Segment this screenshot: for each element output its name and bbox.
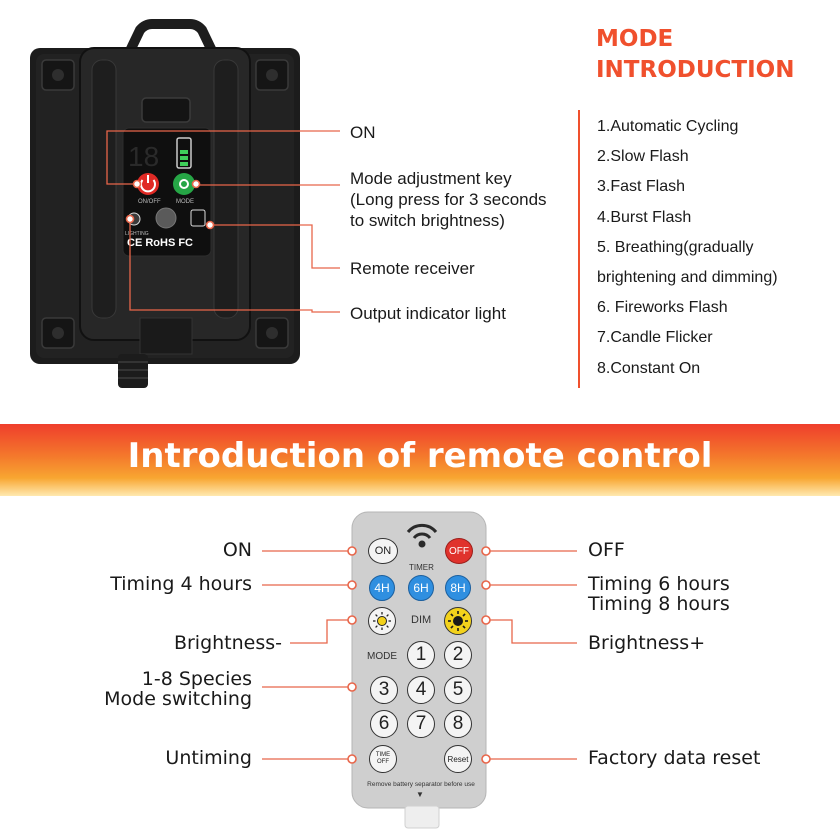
dim-label: DIM — [411, 614, 432, 626]
remote-6-button[interactable]: 6 — [370, 710, 398, 738]
remote-callout-species-1: 1-8 Species — [141, 668, 252, 690]
time-off-button[interactable]: TIME OFF — [369, 745, 397, 773]
section-banner: Introduction of remote control — [0, 424, 840, 496]
cert-marks: CE RoHS FC — [127, 237, 193, 249]
svg-text:LIGHTING: LIGHTING — [125, 231, 149, 237]
remote-callout-species-2: Mode switching — [104, 688, 252, 710]
remote-7-button[interactable]: 7 — [407, 710, 435, 738]
controller-illustration: 18 ON/OFF MODE LIGHTING CE RoHS FC — [30, 19, 340, 388]
gear-icon — [173, 173, 195, 195]
digit-display: 18 — [128, 141, 159, 172]
mode-item: 2.Slow Flash — [597, 148, 689, 166]
callout-output-light: Output indicator light — [350, 304, 506, 323]
remote-callout-timing4: Timing 4 hours — [110, 573, 252, 595]
remote-5-button[interactable]: 5 — [444, 676, 472, 704]
remote-callout-factory-reset: Factory data reset — [588, 747, 761, 769]
sun-bright-icon — [448, 611, 468, 631]
remote-2-button[interactable]: 2 — [444, 641, 472, 669]
remote-callout-off: OFF — [588, 539, 625, 561]
mode-intro-title-line2: INTRODUCTION — [596, 57, 795, 83]
mode-item: brightening and dimming) — [597, 268, 778, 286]
banner-title: Introduction of remote control — [127, 436, 713, 476]
mode-item: 8.Constant On — [597, 359, 701, 377]
remote-8-button[interactable]: 8 — [444, 710, 472, 738]
mode-list: 1.Automatic Cycling 2.Slow Flash 3.Fast … — [597, 112, 837, 384]
remote-4h-button[interactable]: 4H — [369, 575, 395, 601]
onoff-label: ON/OFF — [138, 199, 161, 205]
callout-dots — [347, 546, 491, 764]
callout-on: ON — [350, 123, 376, 142]
callout-mode-key-3: to switch brightness) — [350, 211, 505, 230]
remote-3-button[interactable]: 3 — [370, 676, 398, 704]
remote-1-button[interactable]: 1 — [407, 641, 435, 669]
remote-4-button[interactable]: 4 — [407, 676, 435, 704]
callout-mode-key-1: Mode adjustment key — [350, 169, 512, 188]
remote-callout-timing6: Timing 6 hours — [588, 573, 730, 595]
mode-item: 5. Breathing(gradually — [597, 238, 754, 256]
mode-item: 4.Burst Flash — [597, 208, 692, 226]
ir-receiver-icon — [155, 207, 177, 229]
mode-item: 6. Fireworks Flash — [597, 299, 728, 317]
mode-intro-title: MODE INTRODUCTION — [596, 24, 826, 86]
remote-callout-untiming: Untiming — [165, 747, 252, 769]
callout-mode-key-2: (Long press for 3 seconds — [350, 190, 547, 209]
brightness-up-button[interactable] — [444, 607, 472, 635]
mode-button-label: MODE — [367, 651, 397, 662]
remote-8h-button[interactable]: 8H — [445, 575, 471, 601]
timer-label: TIMER — [409, 563, 434, 572]
brightness-down-button[interactable] — [368, 607, 396, 635]
remote-callout-brightness-plus: Brightness+ — [588, 632, 706, 654]
mode-label: MODE — [176, 199, 194, 205]
remote-callout-brightness-minus: Brightness- — [173, 632, 282, 654]
mode-item: 1.Automatic Cycling — [597, 118, 739, 135]
mode-item: 3.Fast Flash — [597, 178, 686, 196]
remote-on-button[interactable]: ON — [368, 538, 398, 564]
remote-callout-timing8: Timing 8 hours — [588, 593, 730, 615]
reset-button[interactable]: Reset — [444, 745, 472, 773]
sun-dim-icon — [373, 612, 391, 630]
mode-intro-title-line1: MODE — [596, 26, 674, 52]
remote-off-button[interactable]: OFF — [445, 538, 473, 564]
mode-divider — [578, 110, 580, 388]
remote-icon — [190, 209, 206, 227]
signal-icon — [406, 523, 438, 540]
callout-remote-receiver: Remote receiver — [350, 259, 475, 278]
mode-item: 7.Candle Flicker — [597, 329, 713, 347]
battery-note: Remove battery separator before use — [367, 781, 475, 788]
remote-callout-on: ON — [222, 539, 252, 561]
arrow-down-icon: ▼ — [416, 790, 424, 799]
remote-6h-button[interactable]: 6H — [408, 575, 434, 601]
